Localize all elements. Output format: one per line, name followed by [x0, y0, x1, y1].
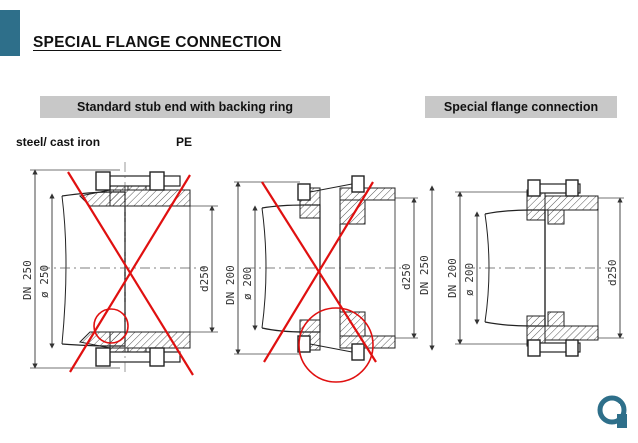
- problem-circle-1: [93, 308, 129, 344]
- slide-title: SPECIAL FLANGE CONNECTION: [33, 34, 282, 51]
- accent-bar: [0, 10, 20, 56]
- dim-dn250: DN 250: [418, 255, 431, 295]
- cross-line: [69, 174, 191, 373]
- cross-line: [263, 181, 374, 363]
- dim-dn200: DN 200: [224, 265, 237, 305]
- special-flange-box: Special flange connection: [425, 96, 617, 118]
- dim-d250: d250: [400, 264, 413, 291]
- problem-circle-2: [298, 307, 374, 383]
- drawing-1: DN 250 ø 250 d250: [21, 162, 218, 376]
- dim-phi250: ø 250: [38, 265, 51, 298]
- drawing-3: DN 200 ø 200 d250: [446, 179, 624, 357]
- dim-dn250: DN 250: [21, 260, 34, 300]
- dim-d250: d250: [606, 260, 619, 287]
- standard-stub-box: Standard stub end with backing ring: [40, 96, 330, 118]
- steel-label: steel/ cast iron: [16, 135, 101, 149]
- dim-d250: d250: [198, 266, 211, 293]
- pe-label: PE: [176, 135, 193, 149]
- dim-dn200: DN 200: [446, 258, 459, 298]
- drawing-2: DN 200 ø 200 d250 DN 250: [224, 175, 435, 383]
- dim-phi200: ø 200: [463, 263, 476, 296]
- company-logo-icon: [597, 395, 627, 428]
- dim-phi200: ø 200: [241, 267, 254, 300]
